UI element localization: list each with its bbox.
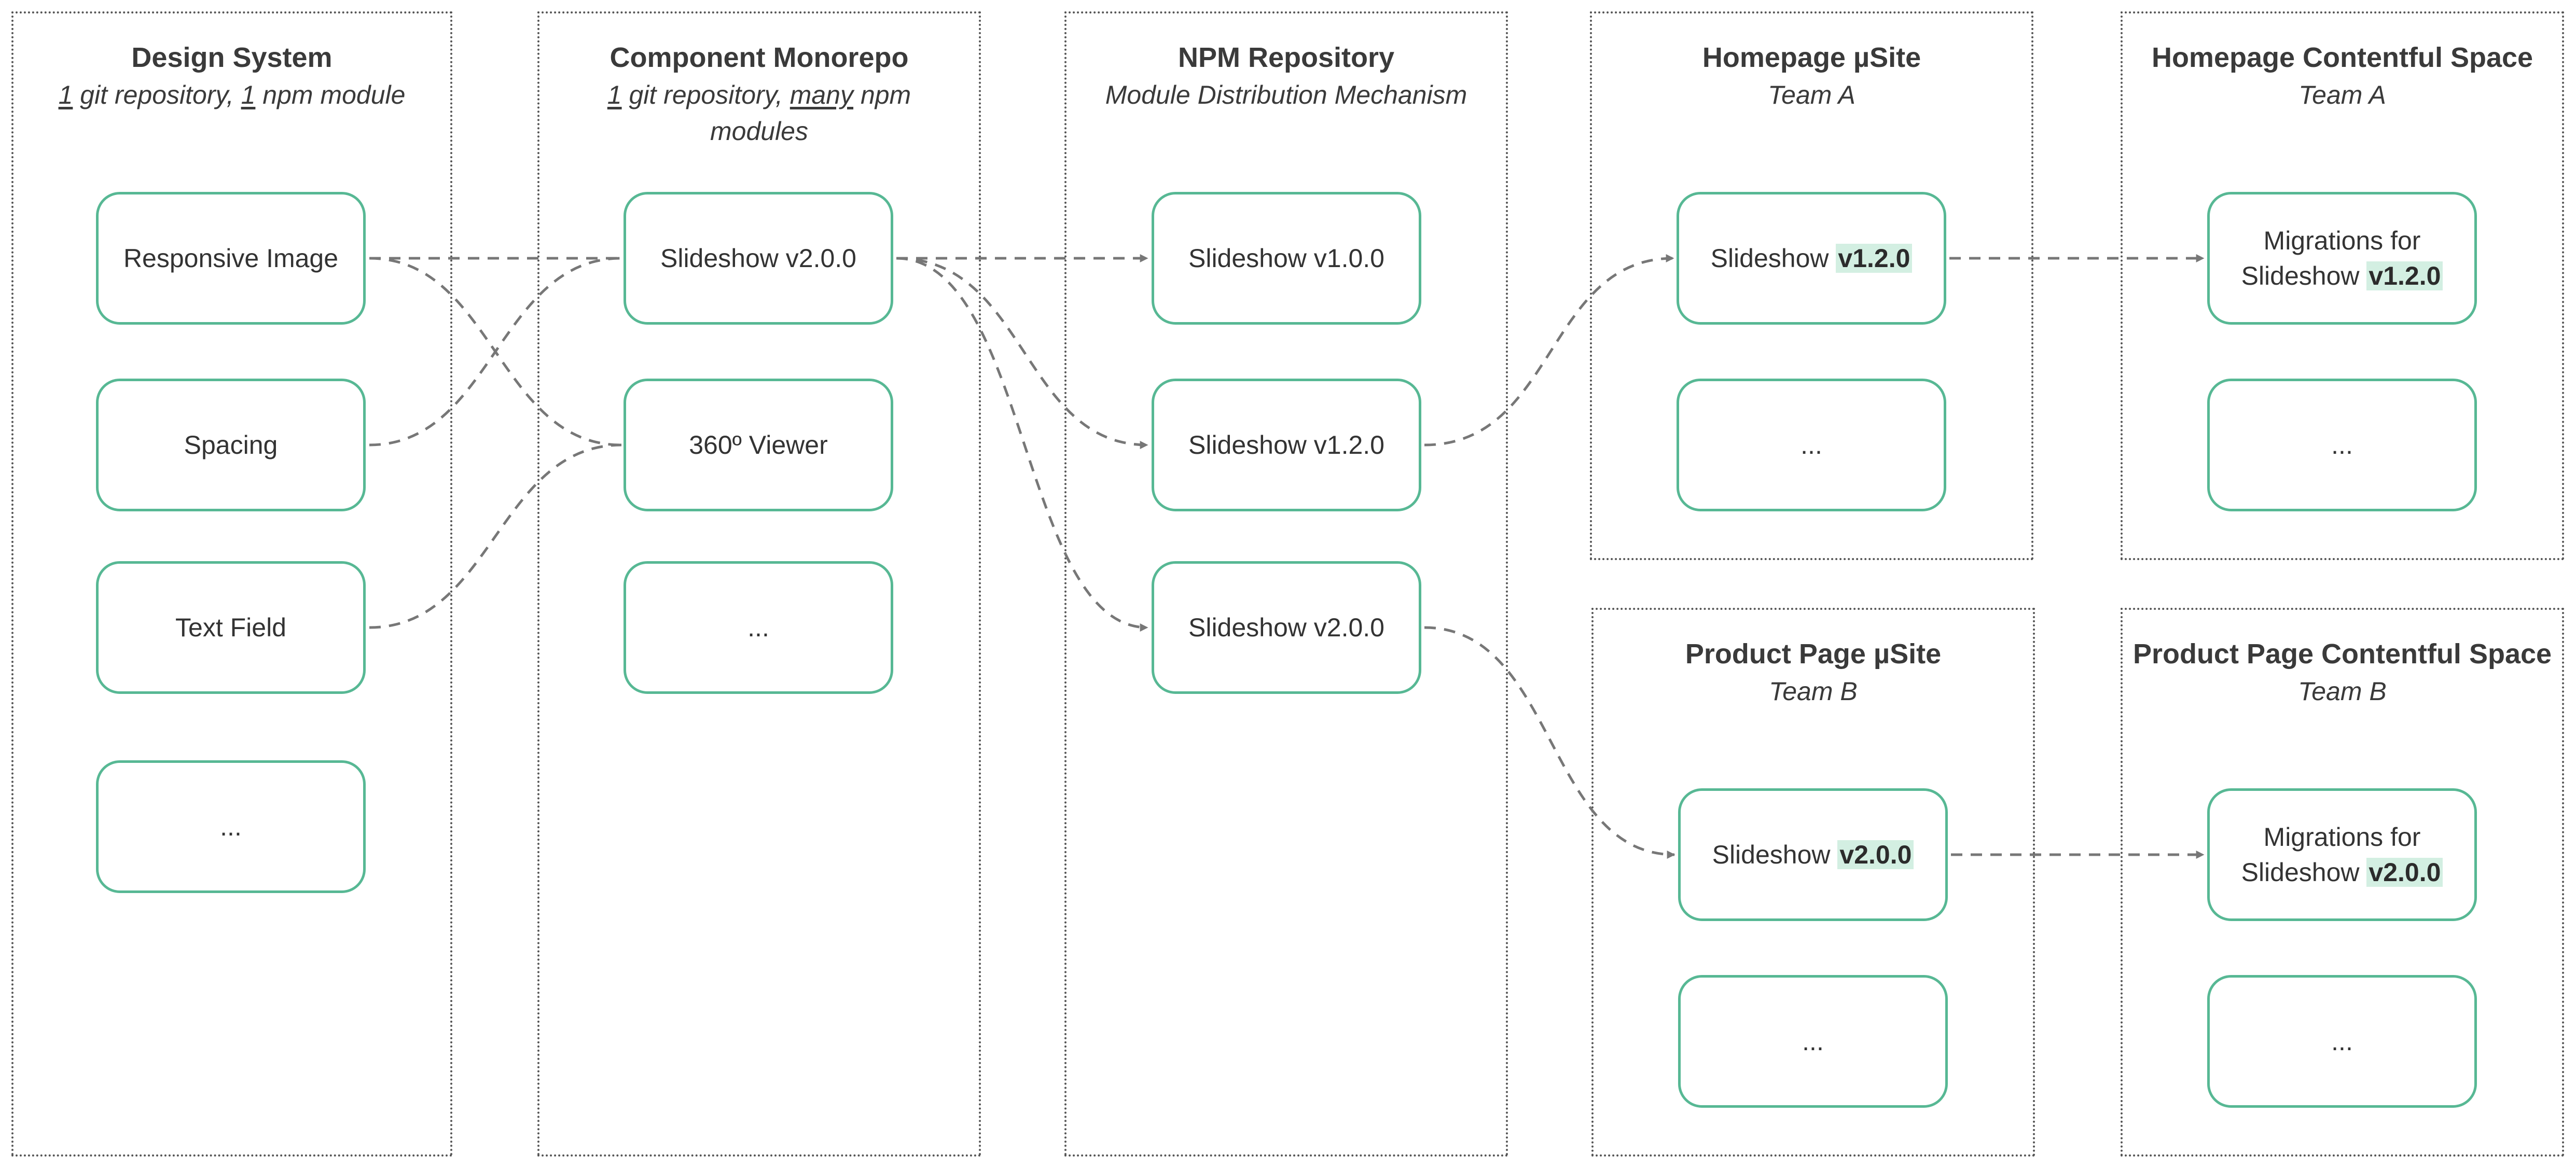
panel-title: Homepage Contentful Space xyxy=(2151,42,2533,73)
version-highlight: v2.0.0 xyxy=(2366,858,2443,887)
panel-title: Homepage µSite xyxy=(1702,42,1921,73)
node-ellipsis: ... xyxy=(624,561,893,694)
panel-subtitle: Team B xyxy=(2298,677,2387,706)
node-ellipsis: ... xyxy=(96,760,366,893)
node-slideshow-v1-0-0: Slideshow v1.0.0 xyxy=(1152,192,1421,325)
panel-subtitle: Team A xyxy=(1768,80,1855,109)
panel-title: NPM Repository xyxy=(1178,42,1395,73)
node-ellipsis: ... xyxy=(1678,975,1948,1108)
homepage-usite-panel: Homepage µSite Team A xyxy=(1590,11,2033,560)
panel-subtitle: Team B xyxy=(1769,677,1858,706)
version-highlight: v1.2.0 xyxy=(1836,244,1913,273)
node-responsive-image: Responsive Image xyxy=(96,192,366,325)
panel-title: Component Monorepo xyxy=(610,42,909,73)
node-ellipsis: ... xyxy=(2207,975,2477,1108)
node-ellipsis: ... xyxy=(1677,379,1946,511)
panel-subtitle: 1 git repository, 1 npm module xyxy=(58,80,406,109)
node-product-slideshow: Slideshow v2.0.0 xyxy=(1678,788,1948,921)
version-highlight: v1.2.0 xyxy=(2366,261,2443,290)
node-360-viewer: 360º Viewer xyxy=(624,379,893,511)
panel-subtitle: Module Distribution Mechanism xyxy=(1105,80,1467,109)
panel-subtitle: Team A xyxy=(2298,80,2386,109)
node-slideshow-monorepo: Slideshow v2.0.0 xyxy=(624,192,893,325)
product-contentful-panel: Product Page Contentful Space Team B xyxy=(2121,608,2564,1157)
panel-title: Design System xyxy=(131,42,333,73)
node-ellipsis: ... xyxy=(2207,379,2477,511)
panel-subtitle: 1 git repository, many npm modules xyxy=(607,80,911,146)
product-usite-panel: Product Page µSite Team B xyxy=(1591,608,2035,1157)
node-slideshow-v2-0-0: Slideshow v2.0.0 xyxy=(1152,561,1421,694)
panel-title: Product Page µSite xyxy=(1685,638,1942,670)
node-spacing: Spacing xyxy=(96,379,366,511)
node-slideshow-v1-2-0: Slideshow v1.2.0 xyxy=(1152,379,1421,511)
homepage-contentful-panel: Homepage Contentful Space Team A xyxy=(2121,11,2564,560)
node-homepage-slideshow: Slideshow v1.2.0 xyxy=(1677,192,1946,325)
version-highlight: v2.0.0 xyxy=(1837,840,1914,869)
panel-title: Product Page Contentful Space xyxy=(2132,638,2552,670)
node-text-field: Text Field xyxy=(96,561,366,694)
